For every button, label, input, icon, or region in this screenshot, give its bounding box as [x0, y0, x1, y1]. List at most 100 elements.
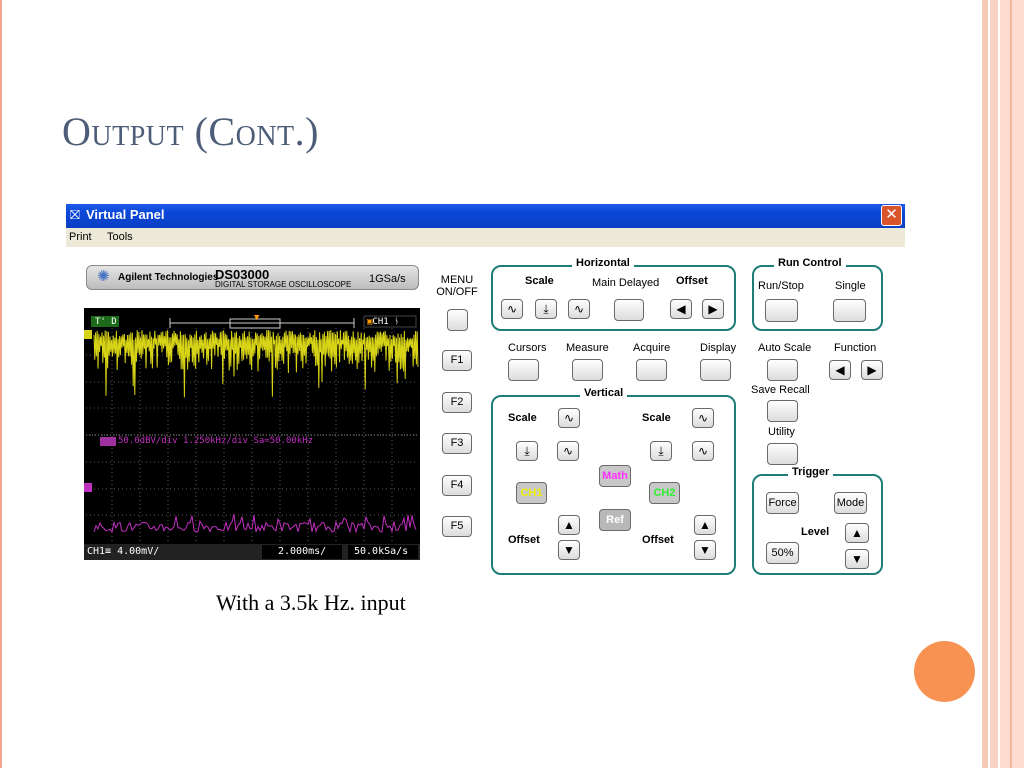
menu-print[interactable]: Print	[69, 231, 92, 243]
ref-button[interactable]: Ref	[599, 509, 631, 531]
ch1-scale-push-button[interactable]: ⤓	[516, 441, 538, 461]
fft-tag	[100, 437, 116, 446]
menu-onoff-button[interactable]	[447, 309, 468, 331]
brand-label: Agilent Technologies	[118, 272, 219, 283]
function-label: Function	[834, 342, 877, 354]
save-recall-button[interactable]	[767, 400, 798, 422]
single-button[interactable]	[833, 299, 866, 322]
level-down-button[interactable]: ▼	[845, 549, 869, 569]
window-titlebar[interactable]: ⛝ Virtual Panel ✕	[66, 204, 905, 228]
app-icon: ⛝	[70, 207, 80, 222]
acquire-button[interactable]	[636, 359, 667, 381]
display-button[interactable]	[700, 359, 731, 381]
softkey-f5[interactable]: F5	[442, 516, 472, 537]
triangle-right-icon: ▶	[708, 302, 718, 316]
mode-button[interactable]: Mode	[834, 492, 867, 514]
softkey-f2[interactable]: F2	[442, 392, 472, 413]
slide-title: Output (Cont.)	[62, 109, 319, 154]
ch2-scale-push-button[interactable]: ⤓	[650, 441, 672, 461]
horizontal-title: Horizontal	[572, 257, 634, 269]
triangle-right-icon: ▶	[867, 363, 877, 377]
ch1-scale-coarse-button[interactable]: ∿	[557, 441, 579, 461]
math-button[interactable]: Math	[599, 465, 631, 487]
triangle-up-icon: ▲	[851, 526, 863, 540]
wave-icon: ∿	[573, 302, 585, 316]
ch2-offset-down-button[interactable]: ▼	[694, 540, 716, 560]
right-border-stripe	[1010, 0, 1012, 768]
wave-icon: ∿	[697, 444, 709, 458]
level-up-button[interactable]: ▲	[845, 523, 869, 543]
horizontal-scale-fine-button[interactable]: ∿	[501, 299, 523, 319]
status-mode-text: T' D	[95, 317, 117, 327]
ch1-tag-text: CH1	[372, 317, 389, 327]
sampling-bg	[348, 545, 418, 559]
force-button[interactable]: Force	[766, 492, 799, 514]
softkey-f4[interactable]: F4	[442, 475, 472, 496]
left-border-line	[0, 0, 2, 768]
triangle-down-icon: ▼	[563, 543, 575, 557]
ch1-tag-bg	[363, 315, 417, 328]
model-label: DS03000	[215, 267, 270, 282]
menu-tools[interactable]: Tools	[107, 231, 133, 243]
ch2-scale-coarse-button[interactable]: ∿	[692, 441, 714, 461]
scope-logo-bar: ✺ Agilent Technologies DS03000 DIGITAL S…	[86, 265, 419, 290]
right-border-stripe	[998, 0, 1000, 768]
lock-icon: ▣	[367, 317, 373, 327]
ch1-waveform	[93, 329, 419, 398]
control-panel: ✺ Agilent Technologies DS03000 DIGITAL S…	[66, 247, 905, 596]
horizontal-scale-push-button[interactable]: ⤓	[535, 299, 557, 319]
ch1-tag: ▣CH1 ᚾ	[367, 317, 400, 327]
window-title: Virtual Panel	[86, 207, 165, 222]
close-button[interactable]: ✕	[881, 205, 902, 226]
fifty-percent-button[interactable]: 50%	[766, 542, 799, 564]
decorative-orange-dot	[914, 641, 975, 702]
measure-label: Measure	[566, 342, 609, 354]
ch2-button[interactable]: CH2	[649, 482, 680, 504]
triangle-left-icon: ◀	[676, 302, 686, 316]
display-label: Display	[700, 342, 737, 354]
wave-icon: ∿	[562, 444, 574, 458]
utility-button[interactable]	[767, 443, 798, 465]
horizontal-offset-right-button[interactable]: ▶	[702, 299, 724, 319]
ch1-marker	[84, 330, 92, 339]
ch1-button[interactable]: CH1	[516, 482, 547, 504]
horizontal-scale-coarse-button[interactable]: ∿	[568, 299, 590, 319]
measure-button[interactable]	[572, 359, 603, 381]
virtual-panel-window: ⛝ Virtual Panel ✕ Print Tools ✺ Agilent …	[66, 204, 905, 596]
trigger-pos-marker: ▼	[254, 313, 260, 323]
scope-display: ▼ T' D ▣CH1 ᚾ 50.0dBV/div 1.250kHz/div S…	[84, 308, 420, 560]
ch1-offset-up-button[interactable]: ▲	[558, 515, 580, 535]
scope-waveform-svg: ▼	[84, 313, 420, 560]
horizontal-offset-left-button[interactable]: ◀	[670, 299, 692, 319]
run-stop-button[interactable]	[765, 299, 798, 322]
function-right-button[interactable]: ▶	[861, 360, 883, 380]
ch2-offset-up-button[interactable]: ▲	[694, 515, 716, 535]
main-delayed-label: Main Delayed	[592, 277, 660, 289]
triangle-up-icon: ▲	[699, 518, 711, 532]
vertical-offset-label-1: Offset	[508, 534, 540, 546]
cursors-button[interactable]	[508, 359, 539, 381]
sample-rate-label: 1GSa/s	[369, 273, 406, 285]
softkey-f1[interactable]: F1	[442, 350, 472, 371]
ch2-scale-fine-button[interactable]: ∿	[692, 408, 714, 428]
ch1-scale-fine-button[interactable]: ∿	[558, 408, 580, 428]
single-label: Single	[835, 280, 866, 292]
save-recall-label: Save Recall	[751, 384, 810, 396]
function-left-button[interactable]: ◀	[829, 360, 851, 380]
trigger-title: Trigger	[788, 466, 834, 478]
triangle-up-icon: ▲	[563, 518, 575, 532]
ch1-scale-readout: CH1≡ 4.00mV/	[87, 546, 160, 557]
loop-icon: ∿	[563, 411, 575, 425]
right-border-stripe	[988, 0, 990, 768]
push-down-icon: ⤓	[658, 444, 664, 458]
menu-bar: Print Tools	[66, 228, 905, 247]
main-delayed-button[interactable]	[614, 299, 644, 321]
auto-scale-button[interactable]	[767, 359, 798, 381]
ch1-offset-down-button[interactable]: ▼	[558, 540, 580, 560]
fft-waveform	[93, 514, 417, 534]
triangle-down-icon: ▼	[851, 552, 863, 566]
softkey-f3[interactable]: F3	[442, 433, 472, 454]
timebase-bg	[262, 545, 342, 559]
model-description: DIGITAL STORAGE OSCILLOSCOPE	[215, 280, 352, 289]
vertical-offset-label-2: Offset	[642, 534, 674, 546]
